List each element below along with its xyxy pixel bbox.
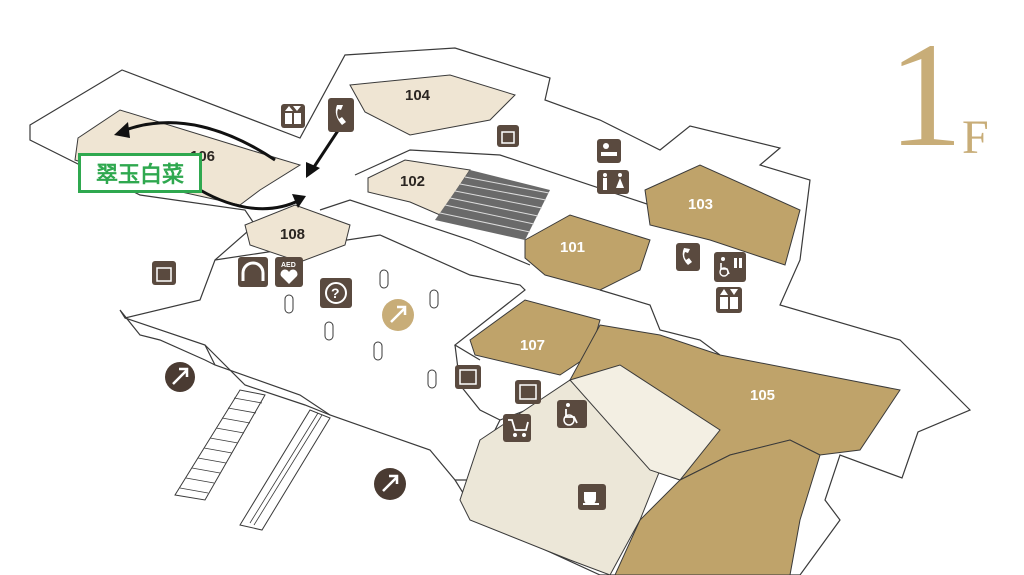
room-103[interactable]	[644, 164, 801, 266]
aed-icon[interactable]: AED	[275, 257, 303, 287]
elevator-icon[interactable]	[281, 104, 305, 128]
room-101-label: 101	[560, 239, 585, 256]
room-105-label: 105	[750, 387, 775, 404]
route-arrows	[114, 119, 347, 211]
room-104[interactable]	[349, 74, 516, 136]
elevator-east-icon[interactable]	[716, 287, 742, 313]
facility-icons: AED ?	[152, 98, 746, 510]
phone-icon[interactable]	[328, 98, 354, 132]
coat-check-icon[interactable]	[515, 380, 541, 404]
elevator-small-icon[interactable]	[497, 125, 519, 147]
floor-letter: F	[962, 111, 989, 164]
room-108-label: 108	[280, 226, 305, 243]
direction-arrow-icon-west[interactable]	[165, 362, 195, 392]
exhibit-callout[interactable]: 翠玉白菜	[78, 153, 202, 193]
room-102-label: 102	[400, 173, 425, 190]
auditorium-seating	[435, 170, 550, 240]
wheelchair-icon[interactable]	[557, 400, 587, 428]
direction-arrow-icon-north[interactable]	[382, 299, 414, 331]
aed-label: AED	[281, 262, 296, 269]
room-105-south	[614, 439, 821, 575]
baby-changing-icon[interactable]	[597, 139, 621, 163]
restroom-icon[interactable]	[597, 170, 629, 194]
room-107-label: 107	[520, 337, 545, 354]
direction-markers	[165, 299, 414, 500]
route-arrow-to-108	[199, 188, 301, 211]
corridor-pale	[569, 364, 721, 481]
exhibit-callout-text: 翠玉白菜	[95, 163, 184, 188]
audio-guide-icon[interactable]	[238, 257, 268, 287]
escalator[interactable]	[239, 409, 331, 531]
room-101[interactable]	[524, 214, 651, 291]
phone-icon-east[interactable]	[676, 243, 700, 271]
direction-arrow-icon-south[interactable]	[374, 468, 406, 500]
info-label: ?	[331, 285, 340, 301]
accessible-restroom-icon[interactable]	[714, 252, 746, 282]
stroller-icon[interactable]	[503, 414, 531, 442]
room-103-label: 103	[688, 196, 713, 213]
elevator-west-icon[interactable]	[152, 261, 176, 285]
room-108[interactable]	[244, 204, 351, 263]
information-icon[interactable]: ?	[320, 278, 352, 308]
floor-number: 1	[888, 12, 963, 178]
staircase[interactable]	[174, 389, 266, 501]
cafe-icon[interactable]	[578, 484, 606, 510]
locker-icon[interactable]	[455, 365, 481, 389]
pillars	[284, 269, 439, 389]
route-arrow-to-106	[119, 121, 276, 162]
room-labels: 104 106 102 108 101 103 107 105	[190, 87, 775, 404]
room-104-label: 104	[405, 87, 431, 104]
